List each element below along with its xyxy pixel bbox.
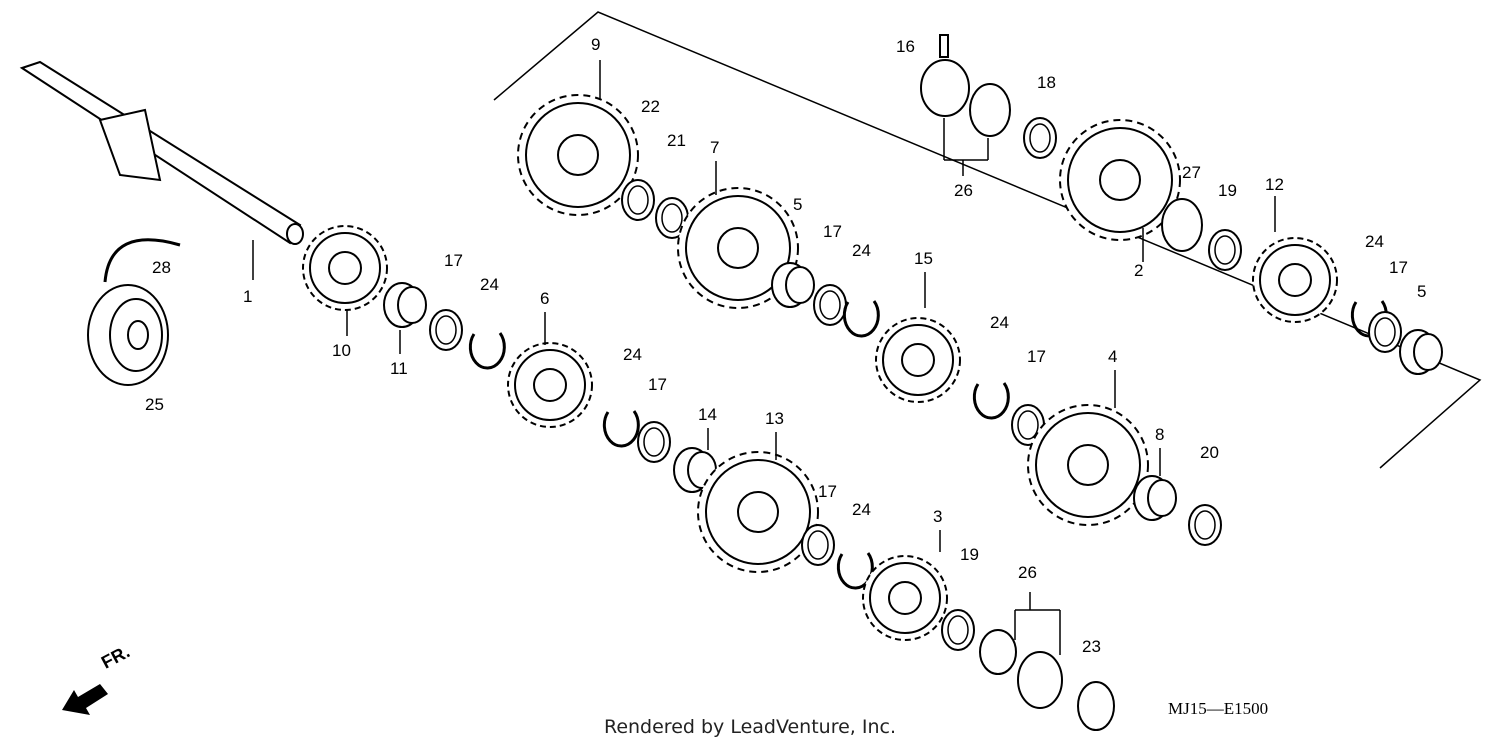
needle-bearing-26a — [979, 629, 1063, 709]
callout-26b: 26 — [1018, 563, 1037, 582]
bushing-5a — [771, 262, 815, 308]
callout-11: 11 — [390, 359, 408, 378]
callout-9: 9 — [591, 35, 600, 54]
callout-2: 2 — [1134, 261, 1143, 280]
bearing-25 — [87, 284, 169, 386]
callout-19a: 19 — [960, 545, 979, 564]
circlip-24e — [972, 381, 1010, 420]
callout-24c: 24 — [852, 500, 871, 519]
callout-24a: 24 — [480, 275, 499, 294]
front-arrow-icon — [62, 684, 108, 715]
callout-14: 14 — [698, 405, 717, 424]
callout-20: 20 — [1200, 443, 1219, 462]
gear-4 — [1027, 404, 1149, 526]
plate-23 — [1077, 681, 1115, 731]
washer-17c — [801, 524, 835, 566]
gear-13 — [697, 451, 819, 573]
callout-17f: 17 — [1389, 258, 1408, 277]
callout-8: 8 — [1155, 425, 1164, 444]
bushing-8 — [1133, 475, 1177, 521]
callout-24d: 24 — [852, 241, 871, 260]
gear-6 — [507, 342, 593, 428]
callout-3: 3 — [933, 507, 942, 526]
bearing-16-26 — [920, 34, 1011, 137]
countershaft-frame — [493, 11, 1482, 469]
washer-22 — [621, 179, 655, 221]
gear-12 — [1252, 237, 1338, 323]
callout-23: 23 — [1082, 637, 1101, 656]
callout-6: 6 — [540, 289, 549, 308]
callout-25: 25 — [145, 395, 164, 414]
gear-9 — [517, 94, 639, 216]
mainshaft — [19, 60, 304, 245]
circlip-24d — [842, 299, 880, 338]
callout-18: 18 — [1037, 73, 1056, 92]
circlip-24b — [602, 409, 640, 448]
washer-17f — [1368, 311, 1402, 353]
washer-19a — [941, 609, 975, 651]
callout-24b: 24 — [623, 345, 642, 364]
diagram-code: MJ15—E1500 — [1168, 699, 1269, 718]
callout-27: 27 — [1182, 163, 1201, 182]
callout-15: 15 — [914, 249, 933, 268]
callout-17a: 17 — [444, 251, 463, 270]
callout-13: 13 — [765, 409, 784, 428]
callout-5a: 5 — [793, 195, 802, 214]
washer-17a — [429, 309, 463, 351]
gear-10 — [302, 225, 388, 311]
clip-28 — [103, 238, 181, 283]
gear-15 — [875, 317, 961, 403]
callout-5b: 5 — [1417, 282, 1426, 301]
washer-17b — [637, 421, 671, 463]
bushing-5b — [1399, 329, 1443, 375]
washer-18 — [1023, 117, 1057, 159]
leader-lines — [252, 60, 1276, 655]
callout-24e: 24 — [990, 313, 1009, 332]
gear-3 — [862, 555, 948, 641]
callout-4: 4 — [1108, 347, 1117, 366]
needle-bearing-27 — [1161, 198, 1203, 252]
callout-7: 7 — [710, 138, 719, 157]
callout-10: 10 — [332, 341, 351, 360]
callout-17d: 17 — [823, 222, 842, 241]
washer-19b — [1208, 229, 1242, 271]
washer-17d — [813, 284, 847, 326]
callout-22: 22 — [641, 97, 660, 116]
callout-1: 1 — [243, 287, 252, 306]
callout-21: 21 — [667, 131, 686, 150]
callout-16: 16 — [896, 37, 915, 56]
circlip-24a — [468, 331, 506, 370]
footer-credit: Rendered by LeadVenture, Inc. — [603, 716, 897, 738]
washer-20 — [1188, 504, 1222, 546]
callout-17b: 17 — [648, 375, 667, 394]
callout-24f: 24 — [1365, 232, 1384, 251]
callout-19b: 19 — [1218, 181, 1237, 200]
callout-labels: 1 2 3 4 5 5 6 7 8 9 10 11 12 13 14 15 16… — [145, 35, 1426, 656]
callout-12: 12 — [1265, 175, 1284, 194]
callout-26a: 26 — [954, 181, 973, 200]
callout-17c: 17 — [818, 482, 837, 501]
callout-28: 28 — [152, 258, 171, 277]
bushing-11 — [383, 282, 427, 328]
callout-17e: 17 — [1027, 347, 1046, 366]
